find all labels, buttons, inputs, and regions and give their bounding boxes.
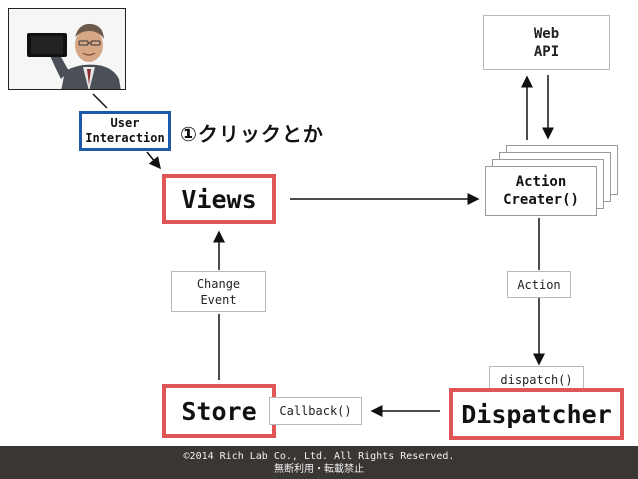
web-api-line1: Web — [533, 25, 560, 42]
web-api-line2: API — [533, 43, 560, 60]
callback-text: Callback() — [279, 404, 352, 418]
callback-label: Callback() — [269, 397, 362, 425]
change-event-label: Change Event — [171, 271, 266, 312]
photo-to-user-line — [92, 93, 108, 109]
web-api-node: Web API — [483, 15, 610, 70]
action-label: Action — [507, 271, 571, 298]
change-event-line1: Change — [196, 276, 241, 291]
user-to-views-arrow — [146, 151, 161, 170]
action-creater-line1: Action — [515, 174, 567, 190]
click-annotation: ①クリックとか — [180, 122, 324, 146]
views-label: Views — [181, 184, 257, 214]
dispatch-text: dispatch() — [500, 372, 573, 387]
copyright-footer: ©2014 Rich Lab Co., Ltd. All Rights Rese… — [0, 446, 638, 479]
change-event-line2: Event — [200, 292, 237, 307]
user-interaction-box: User Interaction — [79, 111, 171, 151]
action-text: Action — [517, 277, 561, 292]
dispatcher-node: Dispatcher — [449, 388, 624, 440]
action-creater-node: Action Creater() — [485, 166, 597, 216]
views-node: Views — [162, 174, 276, 224]
store-label: Store — [181, 396, 257, 426]
user-interaction-line2: Interaction — [85, 131, 165, 145]
user-photo — [8, 8, 126, 90]
action-creater-line2: Creater() — [503, 192, 579, 208]
user-interaction-line1: User — [110, 116, 140, 130]
copyright-line: ©2014 Rich Lab Co., Ltd. All Rights Rese… — [183, 451, 455, 462]
store-node: Store — [162, 384, 276, 438]
dispatcher-label: Dispatcher — [461, 399, 612, 429]
no-reuse-line: 無断利用・転載禁止 — [274, 464, 364, 475]
